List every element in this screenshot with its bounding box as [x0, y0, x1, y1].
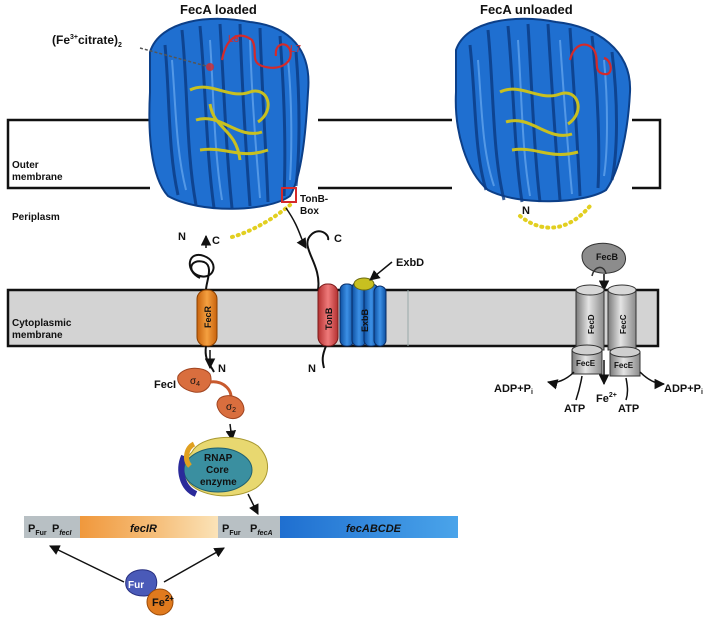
fecb-label: FecB [596, 252, 619, 262]
feca-loaded-signaling-domain [230, 203, 292, 239]
fece-right-label: FecE [614, 361, 634, 370]
fe-transport-label: Fe2+ [596, 392, 617, 405]
cytoplasmic-membrane-label-line1: Cytoplasmic [12, 318, 72, 329]
fecr-label: FecR [203, 305, 213, 328]
plug-domain [189, 85, 270, 161]
atp-left-label: ATP [564, 403, 585, 415]
rnap-core-enzyme [178, 436, 268, 515]
outer-membrane-label-line2: membrane [12, 172, 63, 183]
tonb-n-terminus: N [308, 363, 316, 375]
fur-iron-complex [49, 545, 225, 616]
fec-operon [24, 516, 458, 538]
title-feca-loaded: FecA loaded [180, 2, 257, 17]
outer-membrane [6, 118, 662, 190]
tonb-box-label-line1: TonB- [300, 194, 328, 205]
atp-right-label: ATP [618, 403, 639, 415]
promoter-fur-1: PFur [28, 523, 47, 537]
gene-fecir: fecIR [130, 523, 157, 535]
loop-l8-label: L8 [228, 34, 240, 45]
fecc-label: FecC [619, 314, 628, 334]
tonb-c-terminus: C [334, 233, 342, 245]
periplasm-label: Periplasm [12, 212, 60, 223]
sigma-2-label: σ2 [226, 402, 236, 414]
fecbcde-transporter [546, 242, 666, 401]
feca-unloaded-n-terminus: N [522, 205, 530, 217]
promoter-feci: PfecI [52, 523, 72, 537]
fecr-cyto-n-terminus: N [218, 363, 226, 375]
rnap-label-line1: RNAP [204, 453, 233, 464]
feci-label: FecI [154, 379, 176, 391]
exbd-label: ExbD [396, 257, 424, 269]
adp-right-label: ADP+Pi [664, 383, 703, 396]
outer-membrane-label-line1: Outer [12, 160, 39, 171]
loop-l8-l7 [220, 34, 292, 69]
ligand-label: (Fe3+citrate)2 [52, 33, 122, 49]
fecr-c-terminus: C [212, 235, 220, 247]
adp-left-label: ADP+Pi [494, 383, 533, 396]
promoter-fur-2: PFur [222, 523, 241, 537]
loop-l7-label: L7 [290, 44, 302, 55]
feca-unloaded-barrel [454, 17, 632, 203]
feca-loaded-barrel [139, 17, 310, 210]
gene-fecabcde: fecABCDE [346, 523, 402, 535]
tonb-box-marker [281, 187, 297, 203]
tonb-protein [285, 207, 339, 369]
exbb-label: ExbB [360, 308, 370, 332]
tonb-box-label-line2: Box [300, 206, 319, 217]
rnap-label-line3: enzyme [200, 477, 237, 488]
tonb-label: TonB [324, 307, 334, 330]
fecd-label: FecD [587, 314, 596, 334]
feca-unloaded-signaling-domain [518, 204, 592, 230]
sigma-4-label: σ4 [190, 376, 200, 388]
fece-left-label: FecE [576, 359, 596, 368]
fur-label: Fur [128, 580, 144, 591]
rnap-label-line2: Core [206, 465, 229, 476]
exbb-exbd-complex [339, 261, 393, 347]
promoter-feca: PfecA [250, 523, 273, 537]
fecr-n-terminus: N [178, 231, 186, 243]
cytoplasmic-membrane-label-line2: membrane [12, 330, 63, 341]
title-feca-unloaded: FecA unloaded [480, 2, 573, 17]
feci-sigma-factor [177, 350, 245, 442]
iron-label: Fe2+ [152, 594, 174, 609]
